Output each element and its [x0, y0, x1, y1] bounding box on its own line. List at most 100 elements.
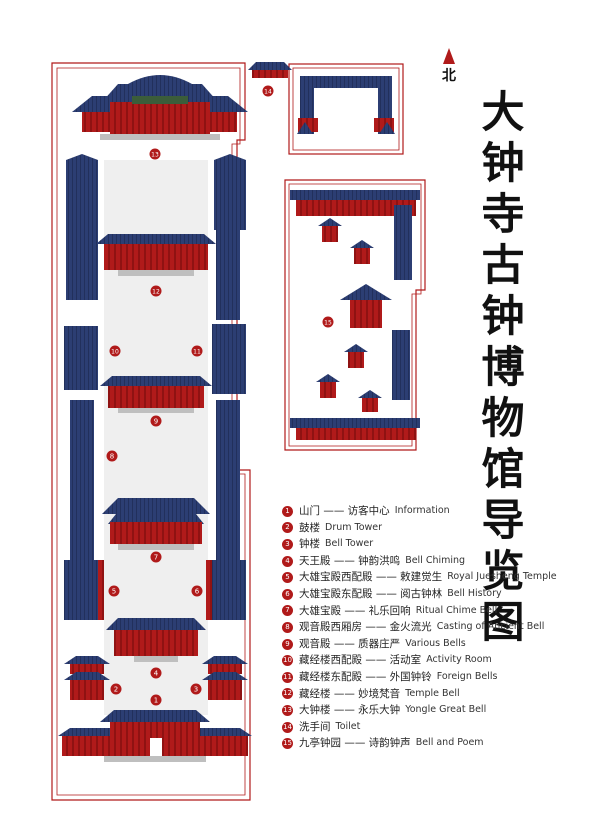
legend-chinese-label: 藏经楼西配殿 —— 活动室: [299, 654, 422, 667]
marker-8[interactable]: 8: [106, 450, 118, 462]
building-3-bell-tower: [202, 656, 248, 700]
svg-text:9: 9: [154, 418, 158, 426]
legend-chinese-label: 观音殿西厢房 —— 金火流光: [299, 621, 432, 634]
legend: 1 山门 —— 访客中心 Information 2 鼓楼 Drum Tower 3 钟楼 Be…: [282, 503, 592, 752]
svg-text:3: 3: [194, 686, 198, 694]
marker-3[interactable]: 3: [190, 683, 202, 695]
north-indicator: 北: [437, 48, 461, 85]
legend-english-label: Information: [394, 505, 450, 516]
legend-english-label: Temple Bell: [405, 687, 460, 699]
svg-text:4: 4: [154, 670, 159, 678]
legend-chinese-label: 藏经楼 —— 妙境梵音: [299, 687, 401, 700]
marker-2[interactable]: 2: [110, 683, 122, 695]
svg-text:15: 15: [324, 319, 332, 326]
legend-item[interactable]: 12 藏经楼 —— 妙境梵音 Temple Bell: [282, 686, 592, 703]
legend-number-badge: 6: [282, 588, 293, 600]
legend-number-badge: 3: [282, 538, 293, 550]
legend-chinese-label: 九亭钟园 —— 诗韵钟声: [299, 737, 411, 750]
legend-chinese-label: 鼓楼: [299, 521, 320, 534]
building-1-shanmen-gate: [58, 710, 252, 762]
marker-14[interactable]: 14: [262, 85, 274, 97]
legend-item[interactable]: 15 九亭钟园 —— 诗韵钟声 Bell and Poem: [282, 735, 592, 752]
legend-number-badge: 7: [282, 605, 293, 617]
legend-number-badge: 10: [282, 655, 293, 667]
legend-item[interactable]: 11 藏经楼东配殿 —— 外国钟铃 Foreign Bells: [282, 669, 592, 686]
legend-number-badge: 5: [282, 572, 293, 584]
marker-15[interactable]: 15: [322, 316, 334, 328]
legend-english-label: Casting of Ancient Bell: [436, 621, 545, 633]
marker-9[interactable]: 9: [150, 415, 162, 427]
marker-1[interactable]: 1: [150, 694, 162, 706]
legend-chinese-label: 天王殿 —— 钟韵洪鸣: [299, 554, 401, 567]
building-7-mahavira-hall: [102, 498, 210, 550]
map-markers: 1 2 3 4 5 6 7 8 9 10 11 12 13 14 15: [106, 85, 334, 706]
marker-5[interactable]: 5: [108, 585, 120, 597]
legend-chinese-label: 大雄宝殿西配殿 —— 敕建觉生: [299, 571, 443, 584]
building-4-heavenly-kings-hall: [106, 618, 206, 662]
legend-item[interactable]: 5 大雄宝殿西配殿 —— 敕建觉生 Royal Juesheng Temple: [282, 569, 592, 586]
marker-11[interactable]: 11: [191, 345, 203, 357]
svg-text:14: 14: [264, 88, 272, 95]
building-9-guanyin-hall: [100, 376, 212, 413]
legend-item[interactable]: 6 大雄宝殿东配殿 —— 阅古钟林 Bell History: [282, 586, 592, 603]
building-12-sutra-library: [96, 234, 216, 276]
legend-number-badge: 1: [282, 505, 293, 517]
legend-english-label: Bell Tower: [325, 538, 374, 550]
legend-item[interactable]: 3 钟楼 Bell Tower: [282, 536, 592, 553]
legend-chinese-label: 大雄宝殿东配殿 —— 阅古钟林: [299, 587, 443, 600]
building-13-great-bell-tower: [72, 75, 248, 140]
legend-number-badge: 12: [282, 688, 293, 700]
east-corridors: [206, 154, 246, 620]
legend-english-label: Ritual Chime Bell: [415, 604, 498, 616]
svg-text:5: 5: [112, 588, 116, 596]
marker-12[interactable]: 12: [150, 285, 162, 297]
svg-text:13: 13: [151, 151, 159, 158]
legend-number-badge: 11: [282, 671, 293, 683]
north-arrow-icon: [443, 48, 455, 64]
legend-english-label: Various Bells: [405, 637, 466, 649]
legend-english-label: Drum Tower: [325, 521, 383, 533]
legend-chinese-label: 山门 —— 访客中心: [299, 505, 390, 517]
legend-english-label: Royal Juesheng Temple: [447, 571, 557, 583]
marker-6[interactable]: 6: [191, 585, 203, 597]
legend-chinese-label: 洗手间: [299, 720, 331, 733]
legend-item[interactable]: 10 藏经楼西配殿 —— 活动室 Activity Room: [282, 652, 592, 669]
building-14-toilet: [248, 62, 292, 78]
svg-text:8: 8: [110, 453, 114, 461]
legend-number-badge: 2: [282, 522, 293, 534]
marker-7[interactable]: 7: [150, 551, 162, 563]
legend-chinese-label: 观音殿 —— 质器庄严: [299, 637, 401, 650]
svg-text:1: 1: [154, 697, 158, 705]
legend-number-badge: 15: [282, 738, 293, 750]
legend-english-label: Bell History: [447, 587, 502, 599]
legend-english-label: Bell Chiming: [405, 554, 466, 566]
svg-text:10: 10: [111, 348, 119, 355]
legend-item[interactable]: 1 山门 —— 访客中心 Information: [282, 503, 592, 520]
marker-10[interactable]: 10: [109, 345, 121, 357]
north-courtyard: [297, 76, 395, 134]
svg-text:12: 12: [152, 288, 160, 295]
legend-chinese-label: 藏经楼东配殿 —— 外国钟铃: [299, 670, 432, 683]
bell-garden-15: [290, 190, 420, 440]
svg-text:7: 7: [154, 554, 158, 562]
legend-english-label: Foreign Bells: [436, 670, 498, 682]
legend-english-label: Bell and Poem: [415, 737, 484, 749]
marker-4[interactable]: 4: [150, 667, 162, 679]
legend-item[interactable]: 2 鼓楼 Drum Tower: [282, 520, 592, 537]
svg-text:6: 6: [195, 588, 200, 596]
legend-item[interactable]: 8 观音殿西厢房 —— 金火流光 Casting of Ancient Bell: [282, 619, 592, 636]
legend-number-badge: 13: [282, 704, 293, 716]
legend-english-label: Yongle Great Bell: [405, 704, 487, 716]
marker-13[interactable]: 13: [149, 148, 161, 160]
legend-number-badge: 8: [282, 621, 293, 633]
west-corridors: [64, 154, 104, 620]
svg-text:2: 2: [114, 686, 118, 694]
legend-english-label: Activity Room: [426, 654, 492, 666]
legend-chinese-label: 钟楼: [299, 538, 320, 551]
